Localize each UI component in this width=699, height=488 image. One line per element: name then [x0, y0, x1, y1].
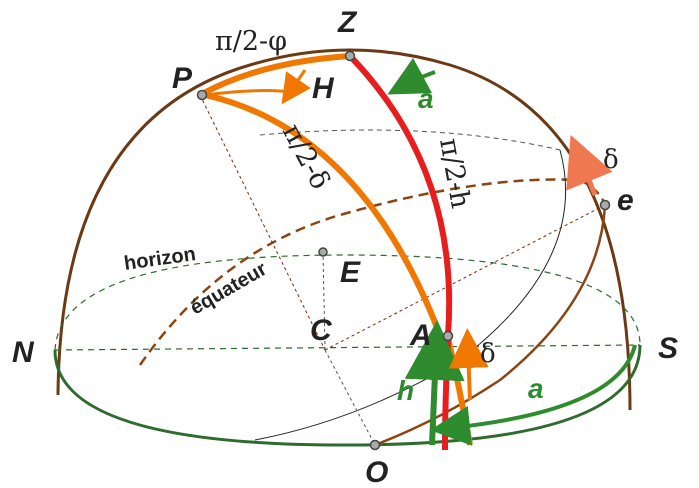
label-n: N	[12, 336, 35, 369]
equator-front	[374, 204, 607, 447]
azimuth-bottom-arc	[430, 344, 637, 446]
point-p	[196, 89, 208, 101]
vertical-circle-lower	[442, 339, 451, 451]
c-to-o-line	[324, 349, 376, 446]
label-h-point: H	[312, 72, 335, 105]
hour-circle-arc	[204, 92, 441, 332]
polar-axis	[199, 94, 326, 351]
label-a-bottom: a	[528, 373, 544, 404]
label-pi-half-phi: π/2-φ	[215, 26, 287, 57]
declination-arrow-e	[566, 134, 613, 196]
label-a-top: a	[418, 83, 434, 114]
arc-pz	[198, 53, 351, 98]
label-delta-top: δ	[603, 145, 619, 175]
point-e-center	[318, 247, 328, 257]
label-o: O	[365, 456, 388, 488]
label-p: P	[172, 62, 193, 95]
label-horizon: horizon	[123, 243, 198, 275]
point-o	[369, 439, 381, 451]
label-delta-right: δ	[480, 339, 496, 369]
horizon-back	[54, 254, 641, 351]
vertical-circle-arc	[347, 53, 453, 336]
c-to-equator-e-line	[324, 204, 606, 351]
c-to-e-line	[322, 251, 326, 351]
label-e-center: E	[340, 256, 361, 289]
horizon-front	[53, 344, 642, 447]
hour-angle-arrow	[281, 69, 311, 105]
declination-arrow-a	[448, 328, 489, 401]
north-south-line	[54, 344, 641, 351]
meridian-arc	[56, 48, 632, 411]
label-pi-half-h: π/2-h	[433, 136, 476, 211]
point-a	[442, 330, 454, 342]
label-e-equator: e	[617, 184, 634, 217]
label-a: A	[409, 319, 432, 352]
label-z: Z	[337, 6, 358, 39]
altitude-arrow	[404, 320, 465, 446]
label-s: S	[658, 332, 678, 365]
label-h-altitude: h	[397, 375, 414, 406]
azimuth-top-arc	[387, 57, 436, 95]
label-equateur: équateur	[187, 258, 271, 319]
label-c: C	[310, 314, 333, 347]
point-z	[344, 50, 356, 62]
point-e-equator	[599, 199, 611, 211]
hour-angle-arc	[204, 89, 291, 97]
